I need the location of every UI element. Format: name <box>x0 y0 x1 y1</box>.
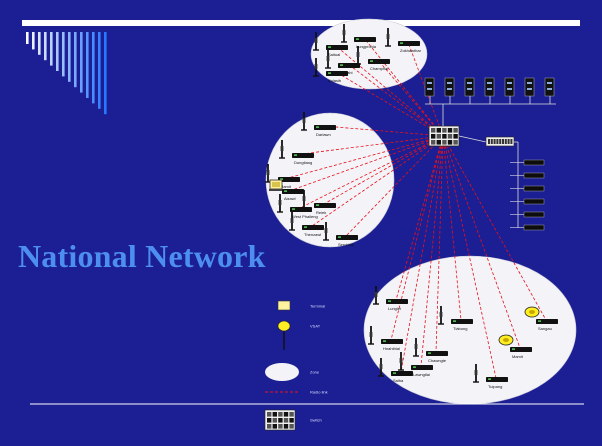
station-label: Chawngte <box>428 358 447 363</box>
distribution-panel <box>458 135 545 231</box>
header-rule <box>22 20 580 26</box>
station-label: Tlabung <box>453 326 467 331</box>
dish-icon <box>277 320 291 350</box>
legend-label: VSAT <box>310 324 321 329</box>
station-saitual: Saitual <box>313 32 348 57</box>
station-saiha: Saiha <box>378 358 413 383</box>
legend-item-dish: VSAT <box>277 320 321 350</box>
station-label: Lawngtlai <box>413 372 430 377</box>
station-mamit: Mamit <box>498 334 532 359</box>
station-label: Thenzawl <box>304 232 321 237</box>
legend-item-terminal: Terminal <box>277 300 325 311</box>
station-sangau: Sangau <box>524 306 558 331</box>
station-label: Sangau <box>538 326 552 331</box>
legend-label: Switch <box>310 418 322 423</box>
station-dungtlang: Dungtlang <box>279 140 314 165</box>
stations: LungprohiaZokhawtharSaitualChamphaiKolas… <box>265 24 558 389</box>
station-label: West Phaileng <box>292 214 318 219</box>
station-label: Champhai <box>370 66 388 71</box>
legend-label: Terminal <box>310 304 325 309</box>
legend-label: Zone <box>310 370 320 375</box>
station-label: Lungprohia <box>356 44 377 49</box>
exchange-switch <box>428 125 460 147</box>
station-label: Mamit <box>280 184 292 189</box>
station-label: Serchhip <box>338 242 355 247</box>
station-lungprohia: Lungprohia <box>341 24 377 49</box>
legend-item-switch: Switch <box>264 409 322 431</box>
station-serchhip: Serchhip <box>323 222 358 247</box>
zone-icon <box>265 363 299 381</box>
station-hnahthial: Hnahthial <box>368 326 403 351</box>
header-bars <box>26 32 107 115</box>
station-darlawn: Darlawn <box>301 112 336 137</box>
station-label: Hnahthial <box>383 346 400 351</box>
switch-icon <box>264 409 296 431</box>
slide-title: National Network <box>18 238 266 274</box>
station-label: Aizawl <box>284 196 296 201</box>
station-label: Mamit <box>512 354 524 359</box>
station-bairabi: Bairabi <box>325 50 360 75</box>
station-chawngte: Chawngte <box>413 338 448 363</box>
station-tlabung: Tlabung <box>438 306 473 331</box>
station-thenzawl: Thenzawl <box>289 212 324 237</box>
station-label: Saiha <box>393 378 404 383</box>
station-label: Kolasib <box>328 78 342 83</box>
server-racks <box>424 77 556 126</box>
station-label: Bairabi <box>340 70 353 75</box>
station-label: Saitual <box>328 52 340 57</box>
station-label: Darlawn <box>316 132 331 137</box>
station-label: Zokhawthar <box>400 48 422 53</box>
station-kolasib: Kolasib <box>313 58 348 83</box>
station-label: Dungtlang <box>294 160 312 165</box>
station-aizawl: Aizawl <box>269 179 304 201</box>
station-lunglei: Lunglei <box>373 286 408 311</box>
legend-label: Radio link <box>310 390 328 395</box>
legend-item-link: Radio link <box>265 390 328 395</box>
station-lawngtlai: Lawngtlai <box>398 352 433 377</box>
terminal-icon <box>277 300 291 311</box>
station-zokhawthar: Zokhawthar <box>385 28 422 53</box>
station-label: Reiek <box>316 210 326 215</box>
legend-item-zone: Zone <box>265 363 320 381</box>
station-label: Tuipang <box>488 384 502 389</box>
station-label: Lunglei <box>388 306 401 311</box>
station-tuipang: Tuipang <box>473 364 508 389</box>
